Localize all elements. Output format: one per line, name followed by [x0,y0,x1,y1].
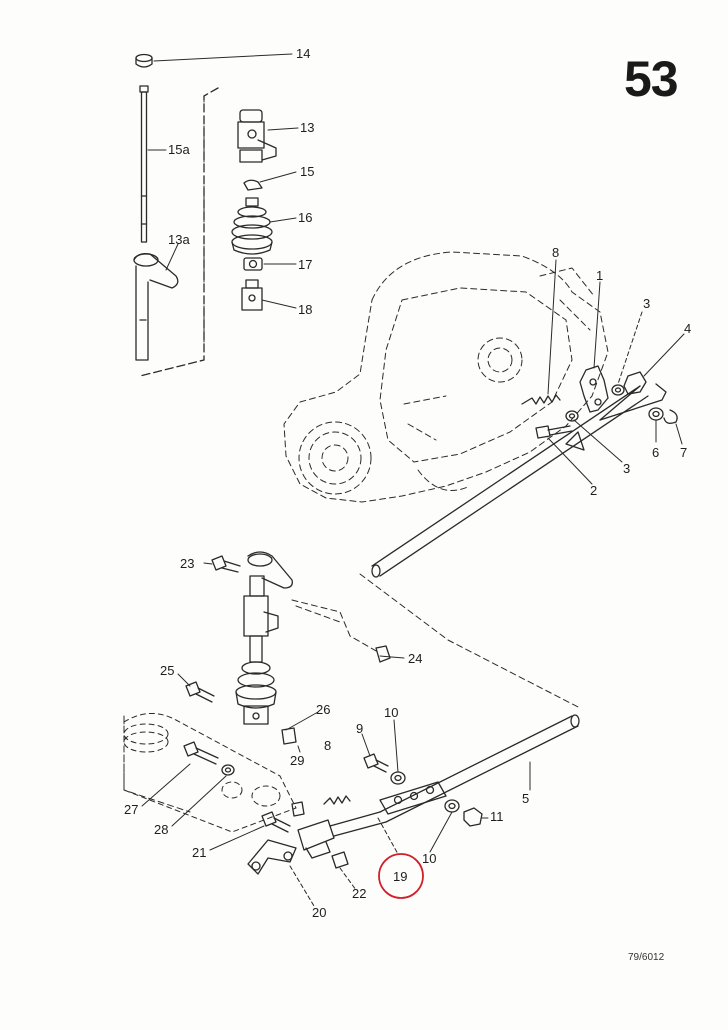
part-13a-lever [133,252,179,361]
part-label-22: 22 [352,886,367,901]
part-2-bolt [535,425,585,451]
part-22-clip [331,851,349,869]
part-26-clip [281,727,297,745]
part-label-16: 16 [298,210,313,225]
part-label-4: 4 [684,321,692,336]
shift-rod-upper [371,383,667,578]
base-outline-dashed [123,713,297,833]
part-label-15: 15 [300,164,315,179]
part-label-26: 26 [316,702,331,717]
part-21-bolt [261,811,291,833]
part-label-10-upper: 10 [384,705,399,720]
dashed-connector-lines [123,95,581,813]
part-label-20: 20 [312,905,327,920]
part-7-clip [663,409,678,424]
drawing-code: 79/6012 [628,952,665,963]
part-label-9: 9 [356,721,364,736]
part-28-washer [221,764,235,776]
part-label-23: 23 [180,556,195,571]
part-label-11: 11 [490,809,504,824]
part-label-21: 21 [192,845,207,860]
part-label-13a: 13a [168,232,190,247]
part-17-nut [243,257,263,271]
part-label-10-lower: 10 [422,851,437,866]
part-24-clip [375,645,391,663]
part-label-19: 19 [393,869,408,884]
part-8-spring-lower [323,795,351,805]
part-label-27: 27 [124,802,139,817]
part-label-6: 6 [652,445,660,460]
part-11-nut [463,807,483,827]
highlight-circle-19 [378,853,424,899]
part-label-25: 25 [160,663,175,678]
part-14-cap [135,53,153,68]
part-23-bolt [211,555,241,573]
part-4-nut [623,371,647,395]
part-1-bracket [579,365,609,413]
part-13-coupler [237,109,277,163]
part-label-1: 1 [596,268,604,283]
part-15a-rod [139,85,149,243]
part-label-24: 24 [408,651,423,666]
part-label-3-lower: 3 [623,461,631,476]
part-10-washer-lower [444,799,460,813]
gearbox-outline [283,251,609,503]
part-label-28: 28 [154,822,169,837]
leader-lines [141,53,685,907]
part-9-bolt [363,753,389,773]
part-label-8-lower: 8 [324,738,332,753]
part-10-washer-upper [390,771,406,785]
part-27-bolt [183,741,219,765]
part-label-15a: 15a [168,142,190,157]
part-29-clip [291,801,305,817]
part-label-5: 5 [522,791,530,806]
part-8-spring-upper [521,394,561,405]
part-6-washer [648,407,664,421]
part-5-lower-rod [297,714,580,859]
part-label-29: 29 [290,753,305,768]
part-18-clevis [241,279,263,311]
part-label-14: 14 [296,46,311,61]
part-label-7: 7 [680,445,688,460]
part-label-18: 18 [298,302,313,317]
middle-lever-assembly [235,551,293,725]
part-20-bellcrank [247,839,297,875]
part-label-13: 13 [300,120,315,135]
page-number: 53 [624,51,679,107]
part-16-bellows [231,197,273,255]
part-label-3-upper: 3 [643,296,651,311]
part-label-8-upper: 8 [552,245,560,260]
part-3-washer-upper [611,384,625,396]
part-3-washer-lower [565,410,579,422]
part-label-17: 17 [298,257,313,272]
part-label-2: 2 [590,483,598,498]
part-25-bolt [185,681,215,703]
part-15-clip [243,179,263,191]
